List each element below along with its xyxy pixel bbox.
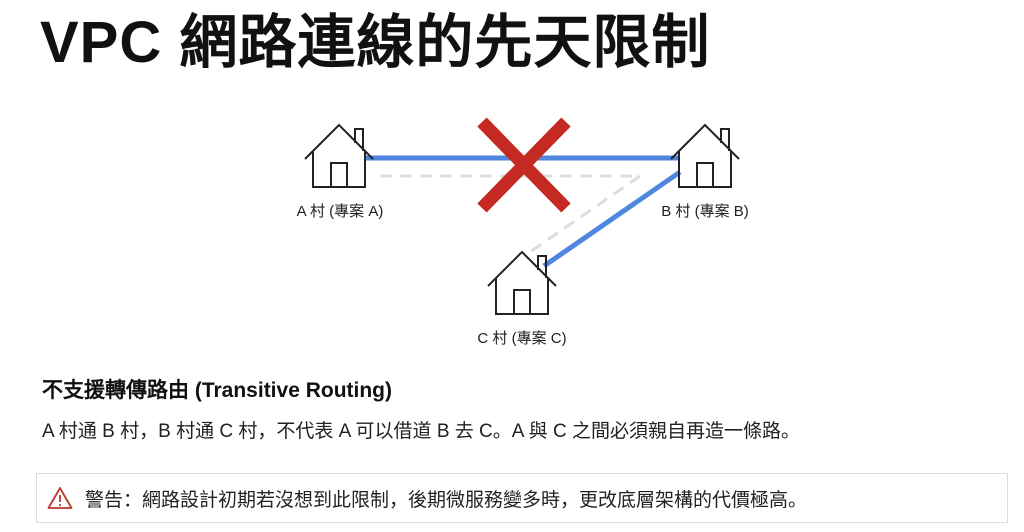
node-label-b: B 村 (專案 B) (661, 202, 749, 220)
warning-triangle-icon (47, 487, 73, 509)
house-a-icon (304, 124, 374, 188)
blocked-x-icon (477, 117, 571, 213)
node-label-c: C 村 (專案 C) (477, 329, 566, 347)
network-diagram: A 村 (專案 A) B 村 (專案 B) C 村 (專案 C) (297, 117, 749, 347)
transitive-path-dashed (380, 174, 645, 254)
section-body: A 村通 B 村，B 村通 C 村，不代表 A 可以借道 B 去 C。A 與 C… (42, 421, 800, 442)
section-heading: 不支援轉傳路由 (Transitive Routing) (42, 379, 393, 402)
link-b-c (542, 169, 682, 269)
warning-text: 警告：網路設計初期若沒想到此限制，後期微服務變多時，更改底層架構的代價極高。 (85, 489, 808, 511)
house-b-icon (670, 124, 740, 188)
warning-box: 警告：網路設計初期若沒想到此限制，後期微服務變多時，更改底層架構的代價極高。 (36, 473, 1008, 523)
page-title: VPC 網路連線的先天限制 (40, 10, 711, 75)
house-c-icon (487, 251, 557, 315)
node-label-a: A 村 (專案 A) (297, 202, 384, 220)
